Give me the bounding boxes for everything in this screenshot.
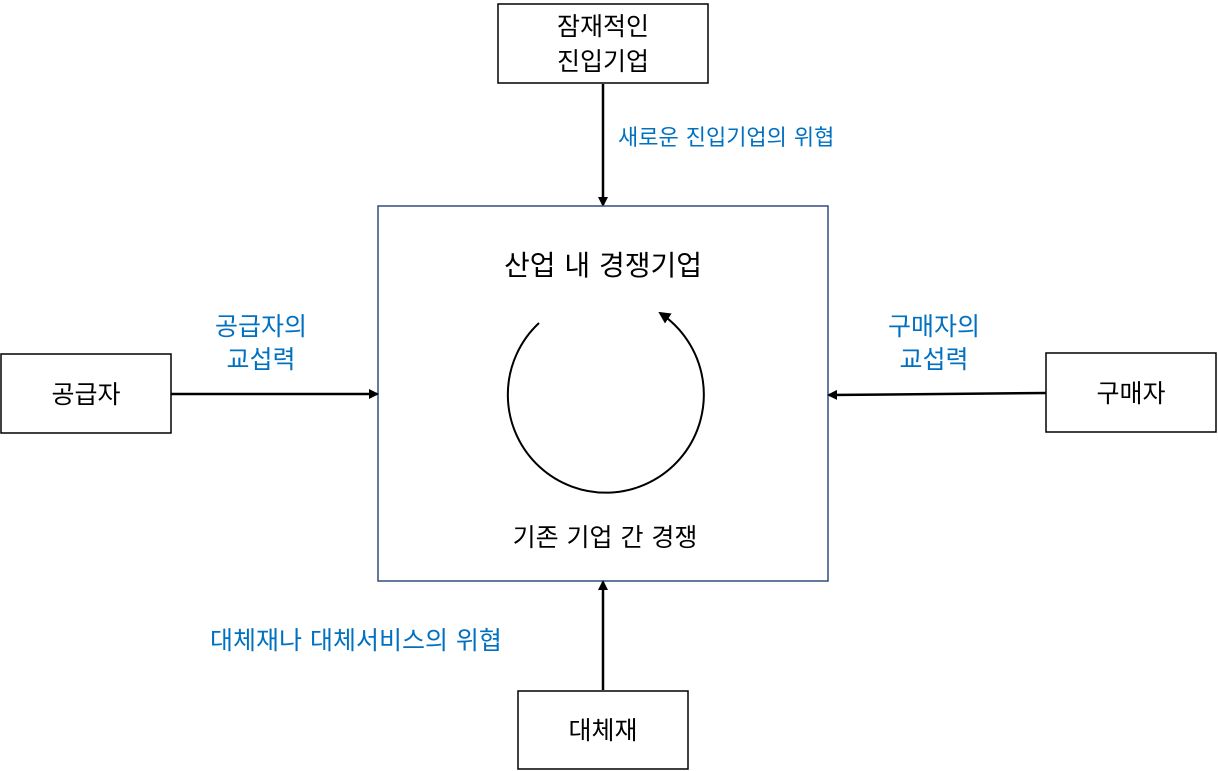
potential-entrants-box: 잠재적인 진입기업 [497, 3, 709, 84]
buyer-power-line2: 교섭력 [899, 345, 968, 374]
supplier-power-line2: 교섭력 [226, 345, 295, 374]
rivalry-cycle-icon [506, 311, 705, 494]
suppliers-label: 공급자 [51, 380, 120, 409]
industry-subtitle: 기존 기업 간 경쟁 [513, 523, 698, 552]
suppliers-box: 공급자 [0, 353, 172, 434]
supplier-power-line1: 공급자의 [215, 312, 307, 341]
substitutes-label: 대체재 [568, 716, 637, 745]
buyer-power-line1: 구매자의 [888, 312, 980, 341]
buyers-box: 구매자 [1045, 352, 1217, 433]
potential-entrants-line1: 잠재적인 [557, 12, 649, 41]
potential-entrants-line2: 진입기업 [557, 47, 649, 76]
buyers-label: 구매자 [1096, 379, 1165, 408]
industry-title: 산업 내 경쟁기업 [504, 249, 702, 282]
substitute-threat-label: 대체재나 대체서비스의 위협 [210, 626, 502, 655]
new-entrants-threat-label: 새로운 진입기업의 위협 [618, 126, 834, 151]
buyer-arrow [827, 389, 1047, 400]
substitutes-box: 대체재 [517, 690, 689, 770]
industry-box: 산업 내 경쟁기업 기존 기업 간 경쟁 [377, 205, 829, 582]
